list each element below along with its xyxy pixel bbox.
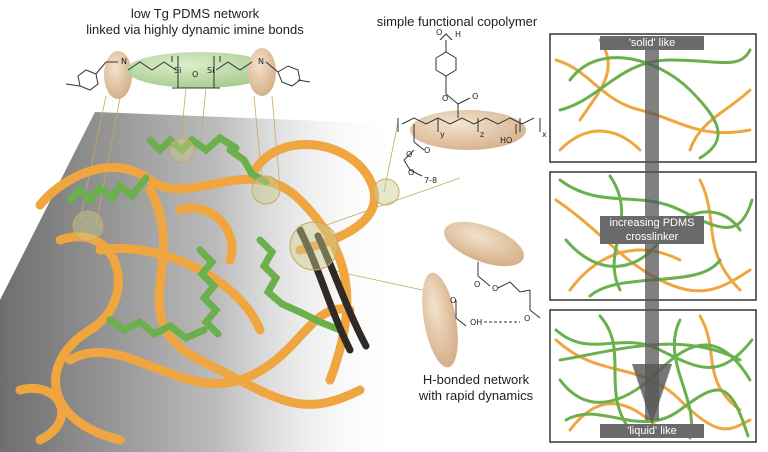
hbond-title-line2: with rapid dynamics bbox=[418, 388, 534, 403]
panel-middle-strands bbox=[554, 174, 754, 298]
ester-o1: O bbox=[442, 94, 449, 103]
subscript-y: y bbox=[440, 130, 445, 139]
subscript-z: z bbox=[480, 130, 485, 139]
hbond-o2: O bbox=[492, 284, 499, 293]
siloxane-backbone bbox=[127, 56, 253, 89]
ester-o2: O bbox=[472, 92, 479, 101]
network-title-line2: linked via highly dynamic imine bonds bbox=[86, 22, 304, 37]
si-left: Si bbox=[174, 66, 182, 75]
network-title-line1: low Tg PDMS network bbox=[130, 6, 260, 21]
benzene-ring-left bbox=[65, 61, 118, 91]
imine-blob-right bbox=[248, 48, 276, 96]
hbond-blob-upper bbox=[444, 221, 524, 267]
siloxane-o: O bbox=[192, 70, 199, 79]
imine-n-left: N bbox=[121, 57, 127, 66]
peg-o3: O bbox=[408, 168, 415, 177]
banner-liquid-like: 'liquid' like bbox=[600, 424, 704, 438]
imine-n-right: N bbox=[258, 57, 264, 66]
pdms-blob bbox=[126, 52, 274, 88]
peg-o1: O bbox=[424, 146, 431, 155]
peg-o2: O bbox=[406, 150, 413, 159]
copolymer-structure bbox=[397, 33, 541, 177]
aldehyde-h: H bbox=[455, 30, 462, 39]
trend-arrow-head bbox=[632, 364, 672, 424]
banner-increasing-line2: crosslinker bbox=[600, 230, 704, 244]
hbond-structure bbox=[455, 262, 541, 327]
imine-blob-left bbox=[104, 51, 132, 99]
si-right: Si bbox=[207, 66, 215, 75]
hbond-o3: O bbox=[450, 296, 457, 305]
highlight-circles bbox=[72, 137, 400, 271]
subscript-x: x bbox=[542, 130, 547, 139]
aldehyde-o: O bbox=[436, 28, 443, 37]
copolymer-blob bbox=[410, 110, 526, 150]
orange-polymer-strands bbox=[15, 140, 380, 445]
copolymer-title: simple functional copolymer bbox=[376, 14, 538, 29]
banner-solid-like: 'solid' like bbox=[600, 36, 704, 50]
hbond-o1: O bbox=[474, 280, 481, 289]
hbond-blob-lower bbox=[422, 272, 458, 368]
hbond-title-line1: H-bonded network bbox=[422, 372, 530, 387]
banner-increasing-line1: increasing PDMS bbox=[600, 216, 704, 230]
benzene-ring-right bbox=[265, 61, 311, 87]
hbond-oh: OH bbox=[470, 318, 483, 327]
green-pdms-strands bbox=[66, 133, 344, 343]
hbond-ome: O bbox=[524, 314, 531, 323]
repeat-count: 7-8 bbox=[424, 176, 438, 185]
dark-polymer-strands bbox=[296, 226, 370, 354]
ho-group: HO bbox=[500, 136, 513, 145]
